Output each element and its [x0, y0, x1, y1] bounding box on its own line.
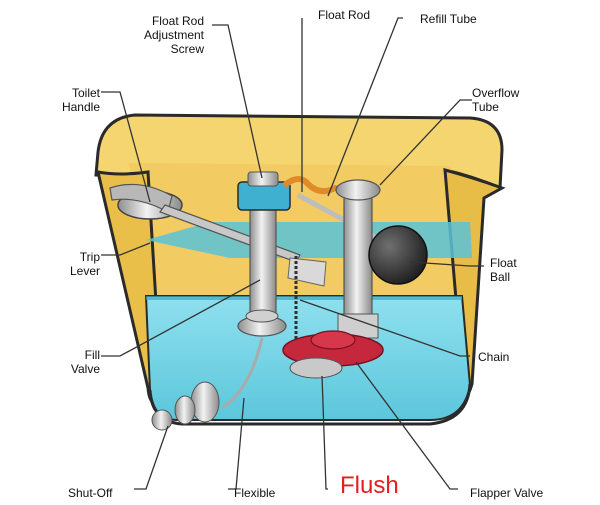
label-overflow-tube: Overflow Tube — [472, 86, 520, 114]
label-shut-off: Shut-Off — [68, 486, 113, 500]
label-float-rod: Float Rod — [318, 8, 371, 22]
label-flush: Flush — [340, 472, 399, 499]
label-refill-tube: Refill Tube — [420, 12, 477, 26]
label-chain: Chain — [478, 350, 510, 364]
overflow-tube-shape — [343, 191, 373, 328]
flexible-tube-shape — [221, 337, 264, 410]
label-flexible: Flexible — [234, 486, 276, 500]
label-trip-lever: Trip Lever — [69, 250, 100, 278]
shut-off-valve-shape — [151, 381, 220, 431]
fill-valve-body — [249, 187, 277, 329]
label-float-ball: Float Ball — [490, 256, 517, 284]
label-float-rod-adjustment-screw: Float Rod Adjustment Screw — [143, 14, 204, 56]
refill-tube-shape — [283, 176, 338, 195]
label-flapper-valve: Flapper Valve — [470, 486, 544, 500]
float-ball-shape — [368, 225, 428, 285]
label-fill-valve: Fill Valve — [70, 348, 100, 376]
label-toilet-handle: Toilet Handle — [61, 86, 100, 114]
water-surface-lower — [146, 296, 462, 300]
leader-lines — [101, 17, 484, 490]
